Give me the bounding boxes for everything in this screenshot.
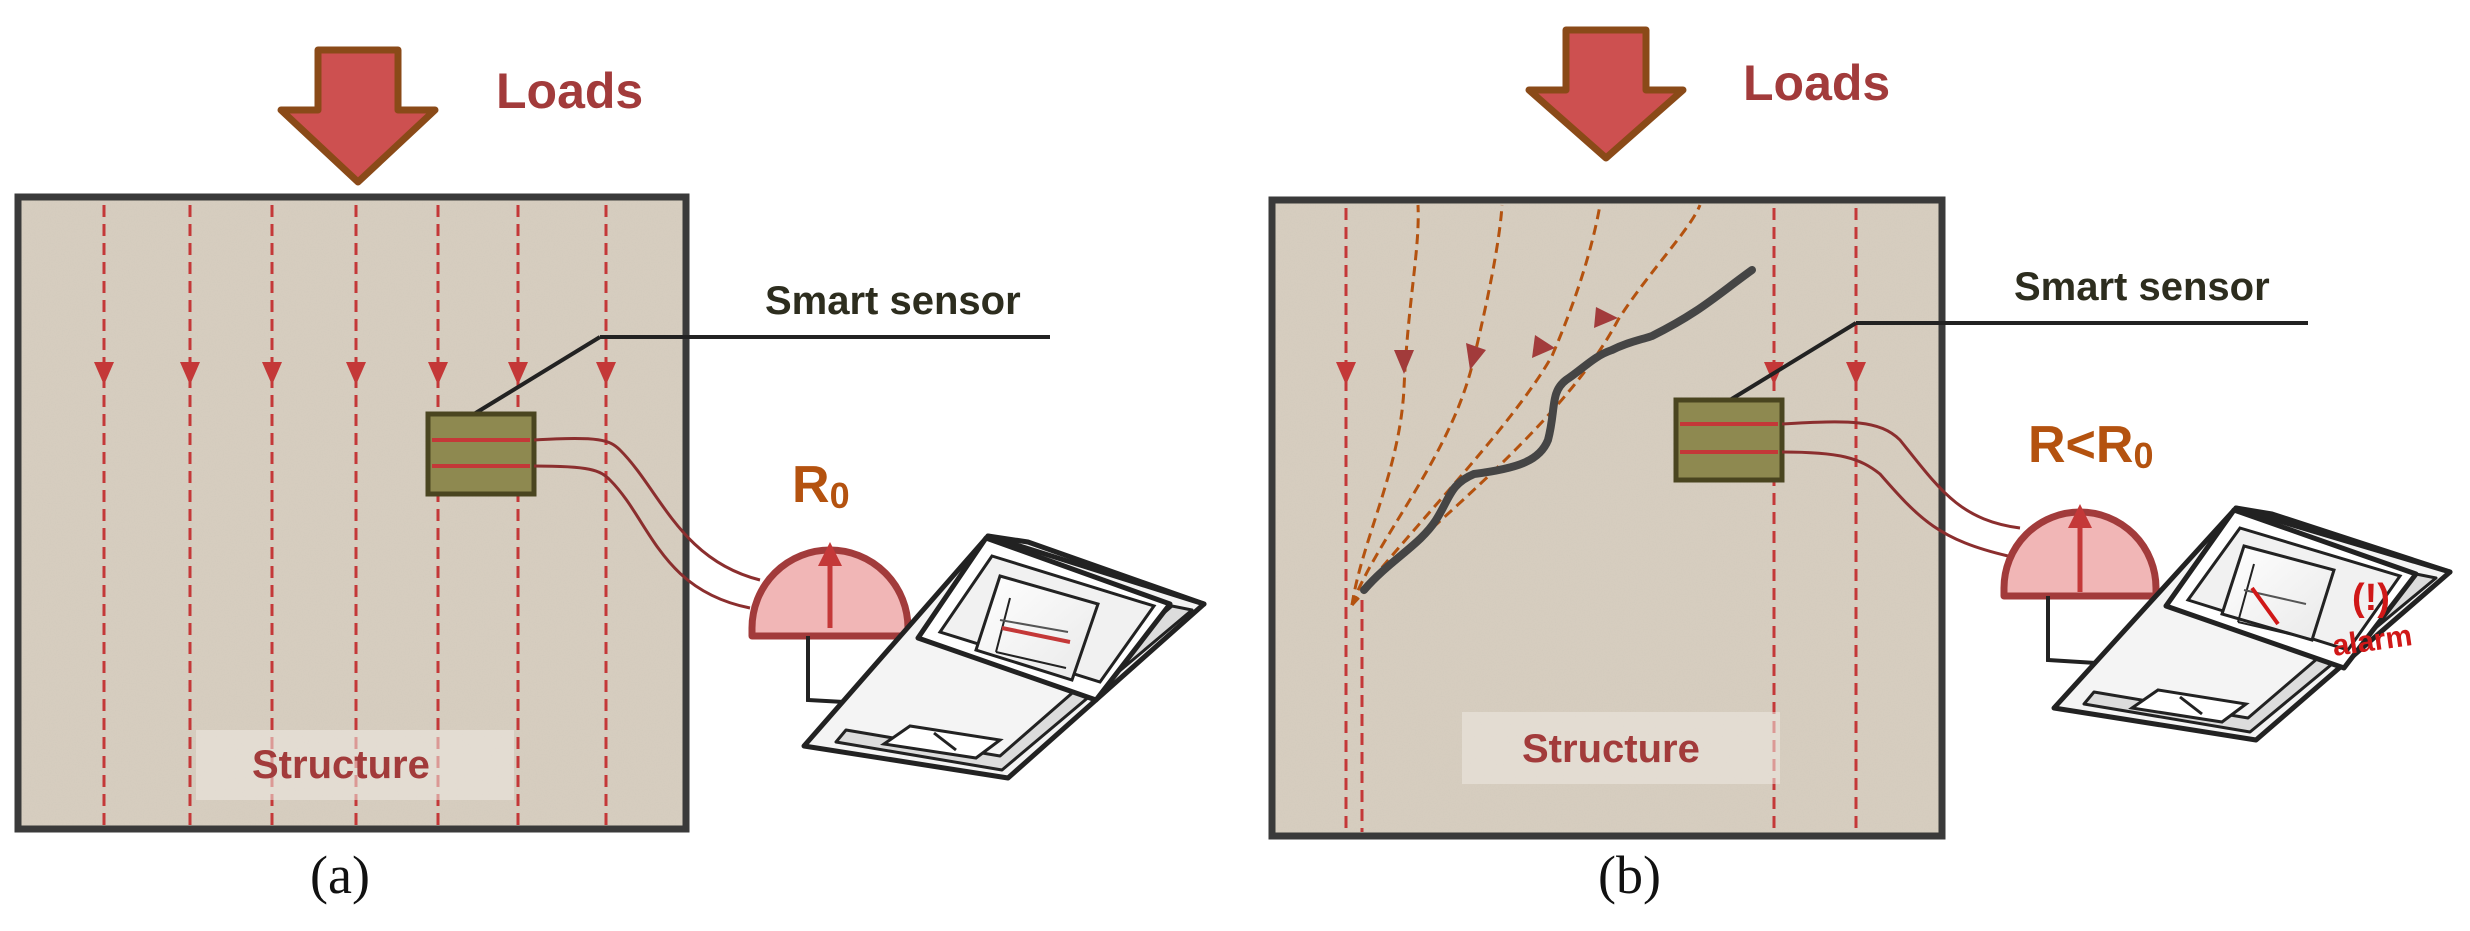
load-arrow-icon — [1525, 26, 1687, 162]
current-direction-arrows — [94, 362, 616, 385]
smart-sensor-label: Smart sensor — [2014, 265, 2270, 309]
monitor-signal-line — [1001, 626, 1071, 644]
caption-a: (a) — [310, 845, 370, 905]
structure-label-backdrop — [1462, 712, 1780, 784]
monitor-axis-x — [2237, 621, 2307, 639]
panel-b: Loads — [1268, 26, 2453, 905]
laptop-icon — [801, 533, 1207, 781]
load-arrow-icon — [277, 46, 439, 186]
loads-label: Loads — [496, 63, 643, 119]
monitor-axis — [995, 597, 1011, 653]
meter-needle-head — [818, 542, 842, 566]
monitor-signal-drop — [2250, 586, 2280, 626]
resistance-label: R<R0 — [2028, 416, 2154, 476]
monitor-axis-x — [995, 651, 1067, 669]
structure-label-backdrop — [196, 730, 514, 800]
monitor-screen — [2220, 544, 2336, 642]
current-flow-lines — [102, 205, 608, 825]
smart-sensor-label: Smart sensor — [765, 279, 1021, 323]
sensor-leader-line — [1728, 321, 1858, 402]
smart-sensor — [425, 411, 537, 497]
panel-a: Loads Smart sensor — [14, 46, 1207, 905]
resistance-label: R0 — [792, 456, 850, 516]
concrete-texture — [22, 201, 682, 825]
alarm-symbol: (!) — [2352, 577, 2390, 619]
monitor-axis — [2237, 563, 2255, 623]
smart-sensor — [1673, 397, 1785, 483]
deflected-current-arrows — [1394, 307, 1618, 374]
meter-needle-head — [2068, 504, 2092, 528]
structure-label: Structure — [252, 743, 430, 787]
caption-b: (b) — [1598, 845, 1661, 905]
sensor-leader-line — [472, 335, 602, 416]
monitor-reference-line — [999, 619, 1069, 633]
crack — [1360, 266, 1756, 594]
meter-cable — [2046, 596, 2113, 666]
sensor-wires — [533, 437, 761, 610]
loads-label: Loads — [1743, 55, 1890, 111]
sensor-wires — [1781, 420, 2021, 558]
laptop-icon — [2051, 505, 2453, 743]
structure-label: Structure — [1522, 727, 1700, 771]
